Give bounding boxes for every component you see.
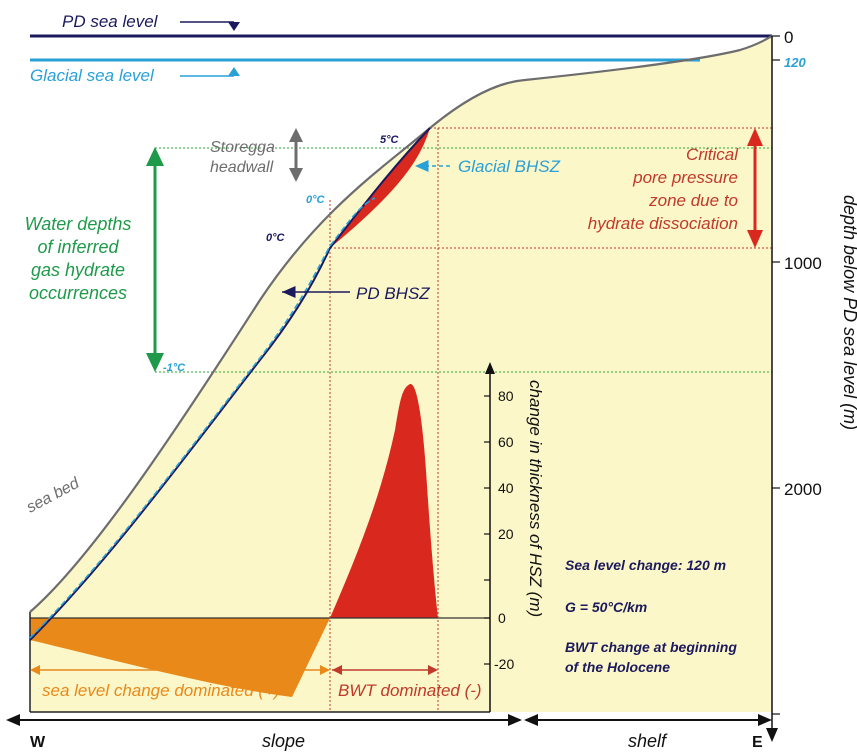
info-bwt-line-2: of the Holocene xyxy=(565,659,670,675)
hsz-axis-arrow xyxy=(485,362,495,374)
water-depths-line-4: occurrences xyxy=(29,283,127,303)
storegga-arrow-top xyxy=(289,128,303,142)
west-label: W xyxy=(30,734,46,751)
water-depth-arrow-bottom xyxy=(146,353,164,372)
info-bwt-line-1: BWT change at beginning xyxy=(565,639,737,655)
depth-tick-2000: 2000 xyxy=(784,480,822,499)
pd-sea-level-marker xyxy=(228,22,240,31)
critical-zone-arrow-bottom xyxy=(747,230,763,248)
info-sea-level-change: Sea level change: 120 m xyxy=(565,557,726,573)
water-depths-line-3: gas hydrate xyxy=(31,260,125,280)
hsz-tick-minus20: -20 xyxy=(494,656,514,672)
storegga-label-1: Storegga xyxy=(210,139,275,156)
pd-bhsz-line xyxy=(29,127,431,641)
critical-line-4: hydrate dissociation xyxy=(588,214,738,233)
depth-axis-title: depth below PD sea level (m) xyxy=(840,195,857,430)
temp-5: 5°C xyxy=(380,134,400,146)
east-label: E xyxy=(752,734,763,751)
critical-zone-arrow-top xyxy=(747,128,763,146)
water-depths-line-2: of inferred xyxy=(37,237,119,257)
pd-bhsz-label: PD BHSZ xyxy=(356,284,430,303)
hsz-tick-60: 60 xyxy=(498,434,514,450)
water-depths-line-1: Water depths xyxy=(25,214,132,234)
temp-0-glacial: 0°C xyxy=(306,194,326,206)
info-gradient: G = 50°C/km xyxy=(565,599,647,615)
storegga-arrow-bottom xyxy=(289,168,303,182)
sea-bed-label: sea bed xyxy=(24,474,83,516)
temp-minus1: -1°C xyxy=(163,362,186,374)
glacial-sea-level-marker xyxy=(228,67,240,76)
glacial-sea-level-value: 120 xyxy=(784,55,806,70)
critical-line-3: zone due to xyxy=(648,191,738,210)
glacial-bhsz-line xyxy=(29,197,376,639)
shelf-label: shelf xyxy=(628,731,668,751)
glacial-sea-level-label: Glacial sea level xyxy=(30,66,155,85)
orange-region xyxy=(30,618,330,697)
hsz-tick-40: 40 xyxy=(498,480,514,496)
temp-0-pd: 0°C xyxy=(266,232,286,244)
storegga-label-2: headwall xyxy=(210,159,274,176)
hsz-axis-title: change in thickness of HSZ (m) xyxy=(526,380,545,617)
critical-line-1: Critical xyxy=(686,145,739,164)
red-peak xyxy=(330,383,438,618)
bwt-dominated-label: BWT dominated (-) xyxy=(338,681,482,700)
depth-axis-arrow xyxy=(766,728,778,742)
pd-sea-level-label: PD sea level xyxy=(62,12,159,31)
hsz-tick-0: 0 xyxy=(498,610,506,626)
sea-level-dominated-label: sea level change dominated (+) xyxy=(42,681,280,700)
sediment-area xyxy=(30,36,772,712)
depth-tick-0: 0 xyxy=(784,28,793,47)
depth-tick-1000: 1000 xyxy=(784,254,822,273)
hsz-tick-20: 20 xyxy=(498,526,514,542)
critical-line-2: pore pressure xyxy=(632,168,738,187)
water-depth-arrow-top xyxy=(146,147,164,166)
glacial-bhsz-label: Glacial BHSZ xyxy=(458,157,561,176)
hsz-tick-80: 80 xyxy=(498,388,514,404)
slope-label: slope xyxy=(262,731,305,751)
bhsz-wedge xyxy=(330,128,430,248)
